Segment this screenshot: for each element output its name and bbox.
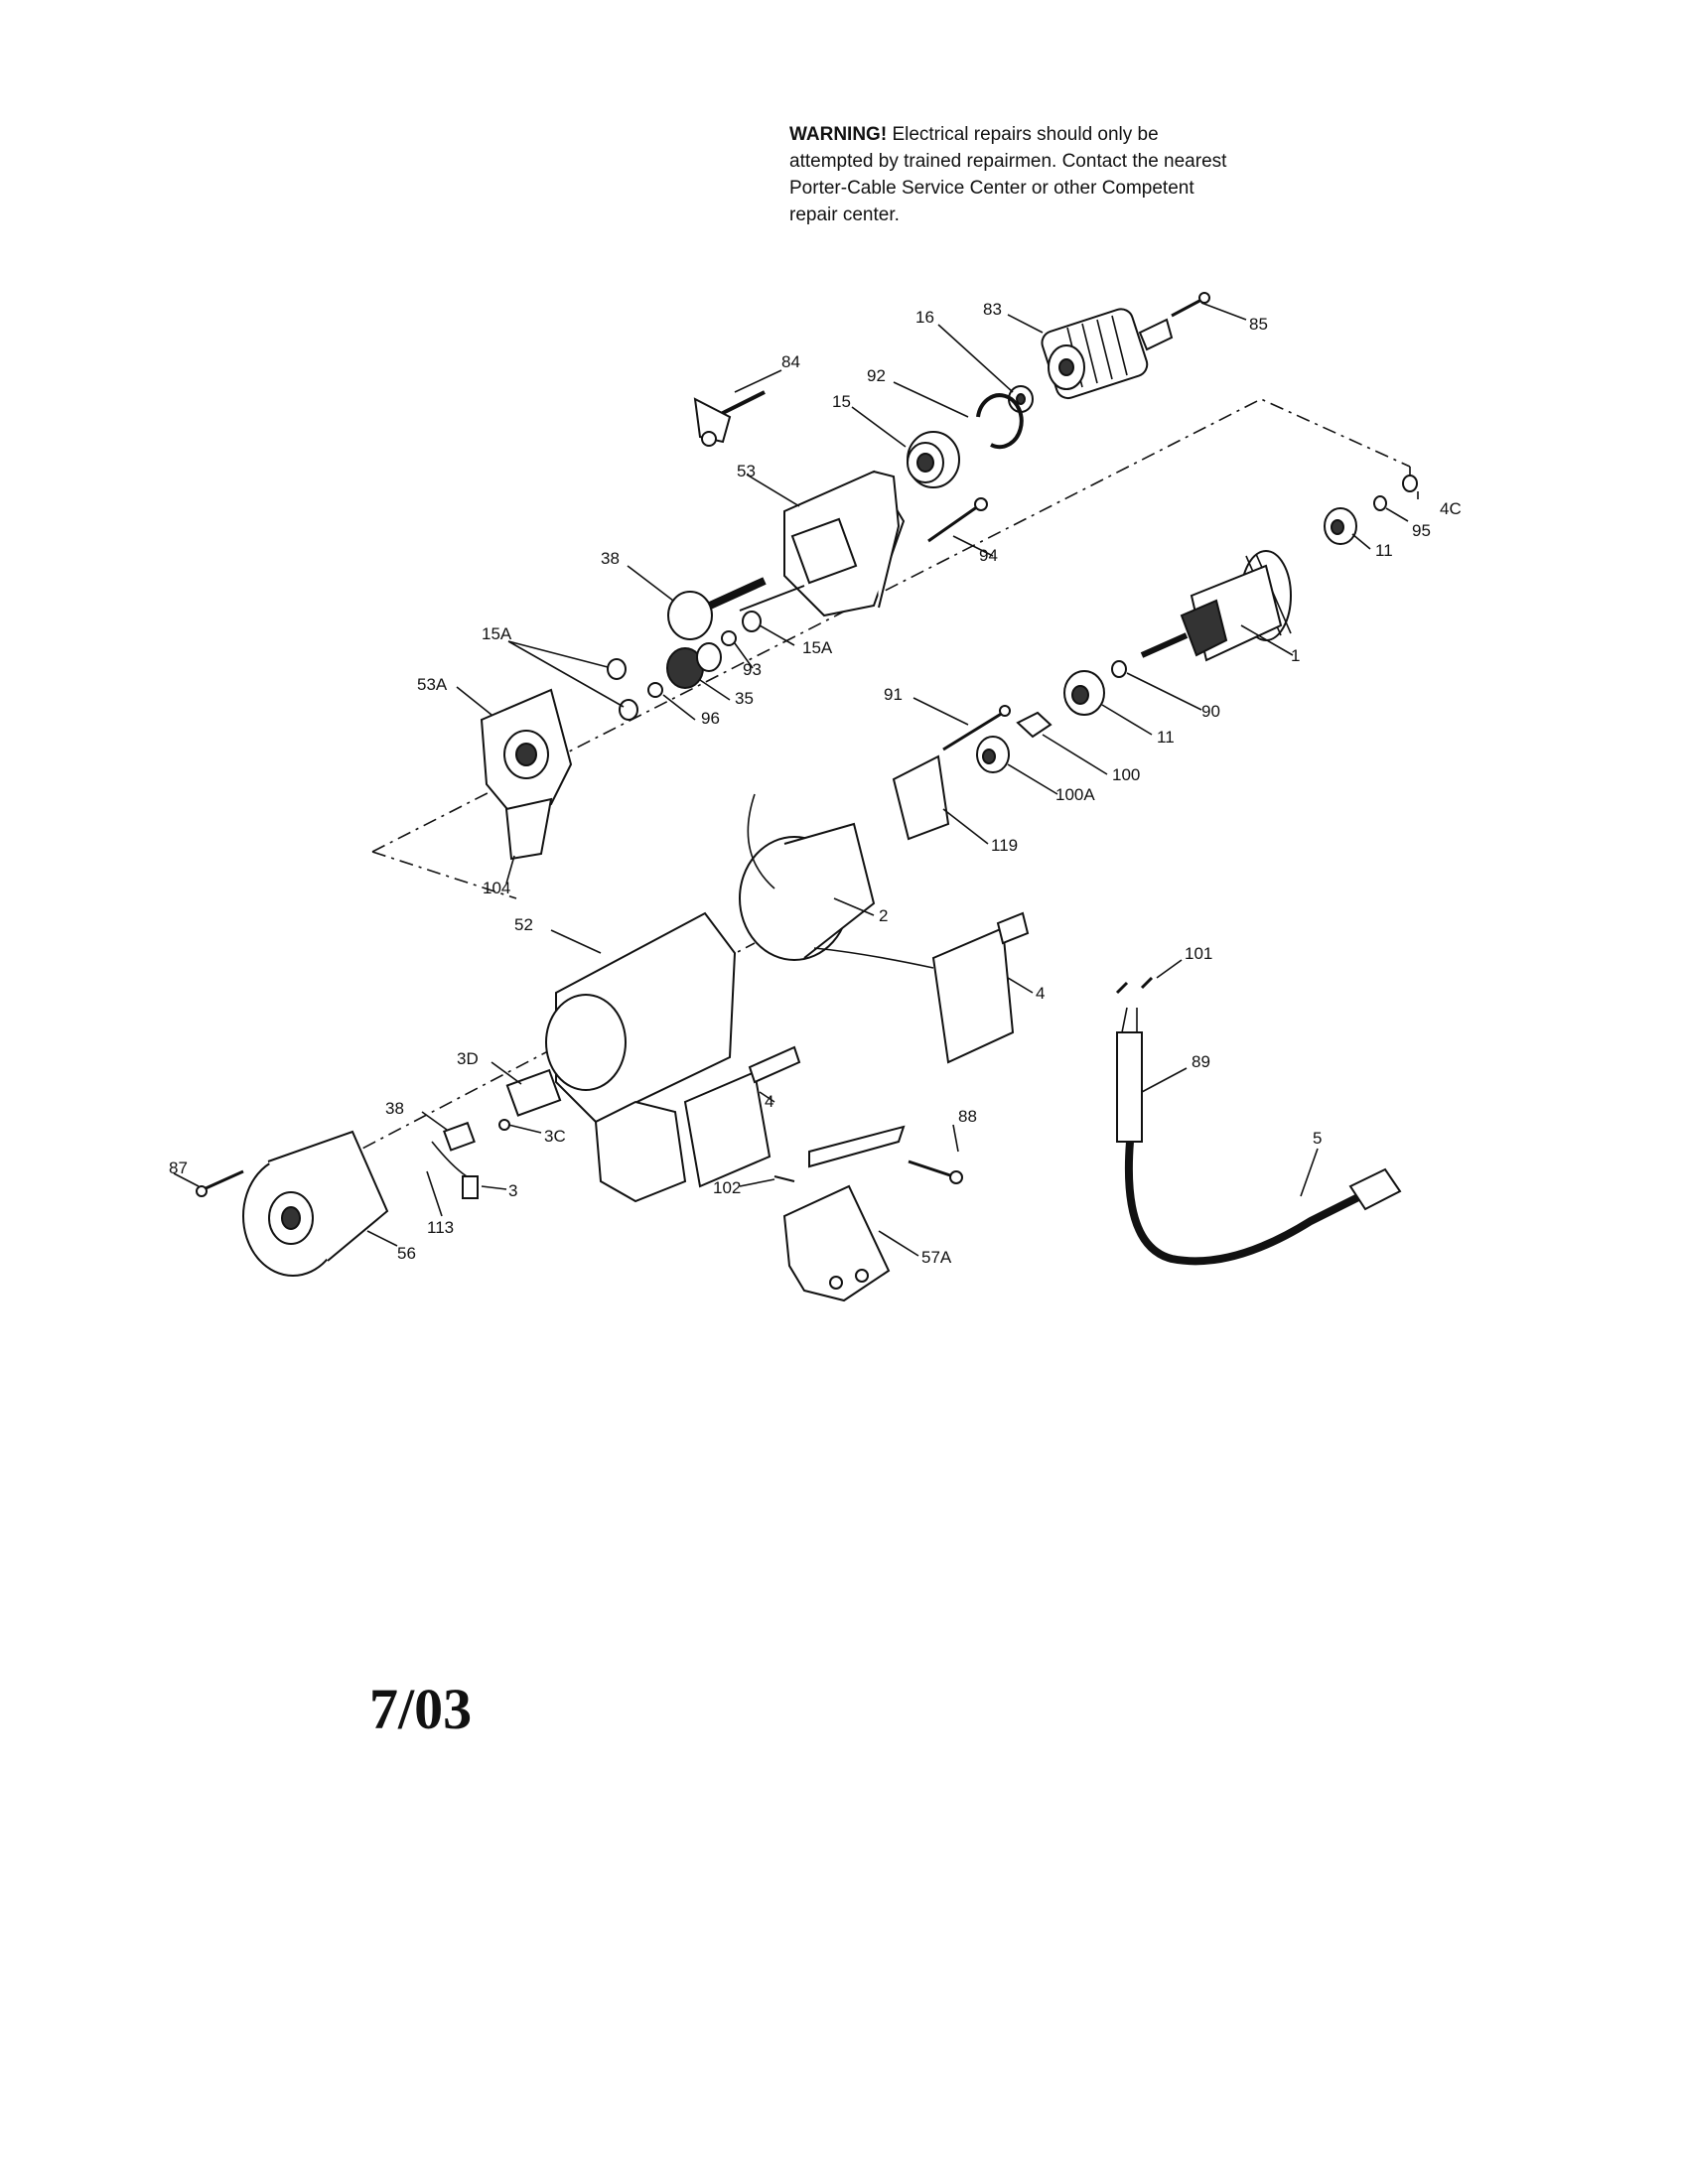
part-label-15: 15	[832, 392, 851, 411]
bearing-11-bottom	[1063, 670, 1105, 716]
gear-35	[666, 642, 722, 689]
spindle-gear-38	[667, 577, 805, 640]
part-label-85: 85	[1249, 315, 1268, 334]
part-label-4-upper: 4	[1036, 984, 1045, 1003]
part-label-15A-right: 15A	[802, 638, 833, 657]
part-label-57A: 57A	[921, 1248, 952, 1267]
part-label-11-upper: 11	[1375, 541, 1393, 560]
bearing-plate-53A	[480, 688, 573, 816]
part-label-2: 2	[879, 906, 888, 925]
motor-housing-52	[545, 911, 737, 1203]
gear-case-53	[783, 470, 906, 617]
part-label-101: 101	[1185, 944, 1212, 963]
handle-57A	[782, 1125, 906, 1302]
part-label-87: 87	[169, 1159, 188, 1177]
part-label-5: 5	[1313, 1129, 1322, 1148]
part-label-4C: 4C	[1440, 499, 1462, 518]
warning-notice: WARNING! Electrical repairs should only …	[789, 121, 1246, 228]
field-2	[739, 793, 934, 969]
part-label-84: 84	[781, 352, 800, 371]
screw-91	[942, 705, 1011, 751]
bearing-11-top	[1324, 507, 1357, 545]
brush-3	[462, 1175, 479, 1199]
washer-100	[1016, 711, 1052, 739]
part-label-16: 16	[915, 308, 934, 327]
part-label-94: 94	[979, 546, 998, 565]
bearing-15	[907, 431, 960, 488]
brush-38	[443, 1121, 476, 1152]
leader-lines	[173, 302, 1419, 1257]
part-label-91: 91	[884, 685, 903, 704]
cord-guard-89	[1116, 1007, 1143, 1143]
chuck-screw-85	[1171, 292, 1210, 318]
baffle-119	[892, 754, 950, 841]
washer-4C	[1402, 475, 1418, 492]
warning-text: Electrical repairs should only be attemp…	[789, 124, 1227, 225]
screw-94	[927, 497, 988, 543]
part-label-11-lower: 11	[1157, 728, 1175, 747]
part-label-35: 35	[735, 689, 754, 708]
part-label-92: 92	[867, 366, 886, 385]
part-label-100: 100	[1112, 765, 1140, 784]
chuck-key-84	[693, 390, 766, 447]
chuck-part-83	[1041, 308, 1174, 400]
part-label-113: 113	[427, 1218, 454, 1237]
warning-lead: WARNING!	[789, 124, 888, 145]
part-label-3D: 3D	[457, 1049, 479, 1068]
screw-88	[908, 1160, 963, 1184]
part-label-96: 96	[701, 709, 720, 728]
part-label-56: 56	[397, 1244, 416, 1263]
part-label-119: 119	[991, 836, 1018, 855]
part-label-102: 102	[713, 1178, 741, 1197]
part-label-93: 93	[743, 660, 762, 679]
part-label-100A: 100A	[1055, 785, 1095, 804]
wire-113	[431, 1141, 468, 1177]
part-label-104: 104	[483, 879, 510, 897]
part-label-89: 89	[1192, 1052, 1210, 1071]
part-label-38-lower: 38	[385, 1099, 404, 1118]
retaining-ring-92	[976, 393, 1024, 450]
spacer-100A	[976, 736, 1010, 773]
part-label-3C: 3C	[544, 1127, 566, 1146]
washer-93	[721, 630, 737, 646]
bearing-15A-right	[742, 611, 762, 632]
part-label-53: 53	[737, 462, 756, 480]
bearing-15A-pair-left	[607, 658, 638, 721]
screw-87	[196, 1169, 244, 1197]
part-label-95: 95	[1412, 521, 1431, 540]
switch-4-lower	[683, 1045, 801, 1188]
part-label-1: 1	[1291, 646, 1300, 665]
brush-holder-3D	[505, 1068, 562, 1117]
washer-96	[647, 682, 663, 698]
part-label-15A-left: 15A	[482, 624, 512, 643]
end-cap-56	[242, 1130, 389, 1277]
baffle-104	[504, 797, 553, 861]
part-label-88: 88	[958, 1107, 977, 1126]
part-label-53A: 53A	[417, 675, 448, 694]
spring-102	[773, 1175, 795, 1182]
part-label-4-lower: 4	[765, 1092, 773, 1111]
part-label-52: 52	[514, 915, 533, 934]
part-label-83: 83	[983, 300, 1002, 319]
part-label-90: 90	[1201, 702, 1220, 721]
spring-3C	[498, 1119, 510, 1131]
cord-set-5	[1124, 1141, 1402, 1266]
armature-1	[1140, 550, 1292, 662]
part-label-3: 3	[508, 1181, 517, 1200]
switch-4-upper	[931, 911, 1030, 1064]
part-label-38-upper: 38	[601, 549, 620, 568]
screws-101	[1115, 976, 1154, 995]
washer-95	[1373, 495, 1387, 511]
washer-90	[1111, 660, 1127, 678]
revision-date: 7/03	[369, 1677, 473, 1741]
